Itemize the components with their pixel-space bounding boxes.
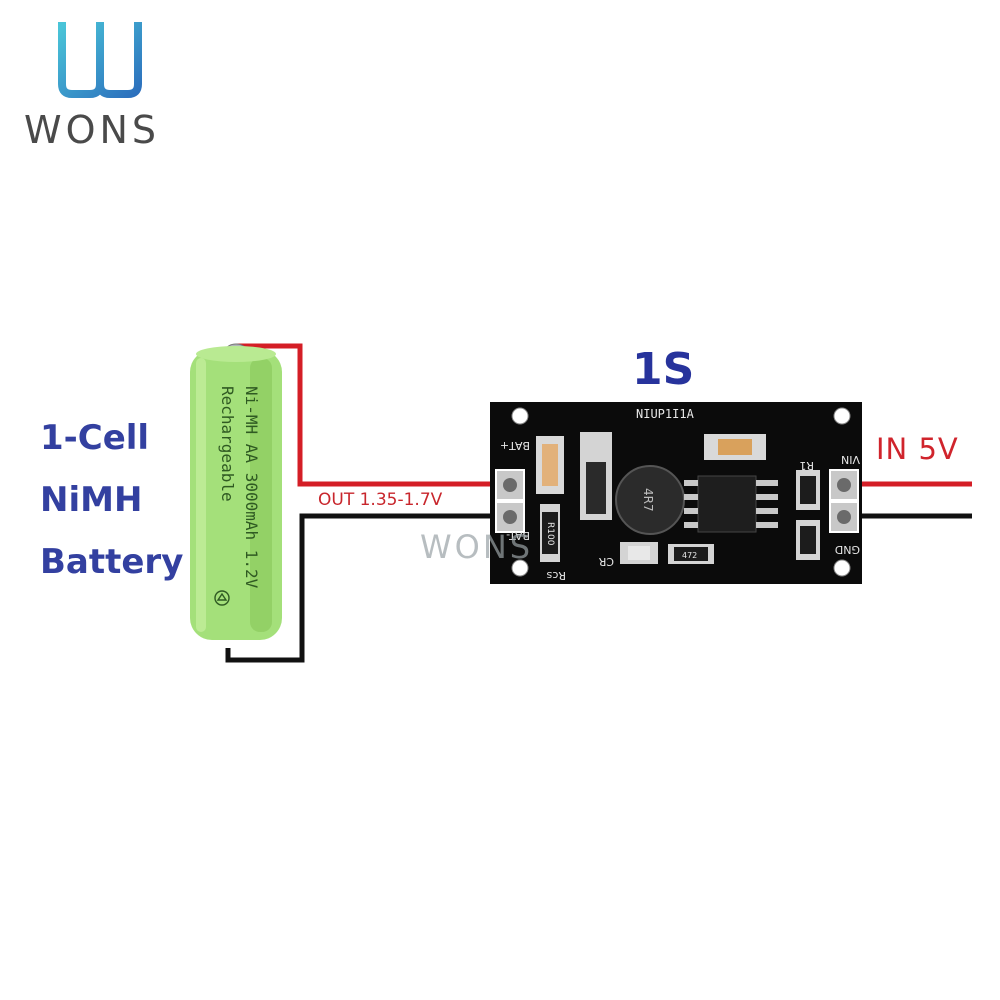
label-rcs: Rcs <box>546 569 566 582</box>
pin-label-bat-plus: BAT+ <box>500 439 530 452</box>
watermark: WONS <box>420 528 533 566</box>
charger-module-board: NIUP1I1A BAT+ BAT- VIN GND Rcs CR R1 R10… <box>490 402 862 584</box>
board-model-text: NIUP1I1A <box>636 407 695 421</box>
battery-print-line-2: Rechargeable <box>218 386 237 502</box>
module-title: 1S <box>632 344 694 395</box>
mount-hole <box>834 560 850 576</box>
output-voltage-label: OUT 1.35-1.7V <box>318 490 442 510</box>
pin-label-vin: VIN <box>841 453 860 466</box>
input-voltage-label: IN 5V <box>876 432 959 466</box>
mount-hole <box>512 408 528 424</box>
pin-label-gnd: GND <box>835 543 860 556</box>
aa-battery: Ni-MH AA 3000mAh 1.2V Rechargeable <box>190 344 282 640</box>
label-472: 472 <box>682 551 697 560</box>
label-r100: R100 <box>545 522 555 546</box>
label-inductor: 4R7 <box>641 488 655 512</box>
battery-print-line-1: Ni-MH AA 3000mAh 1.2V <box>242 386 261 589</box>
label-cr: CR <box>598 555 614 568</box>
mount-hole <box>834 408 850 424</box>
